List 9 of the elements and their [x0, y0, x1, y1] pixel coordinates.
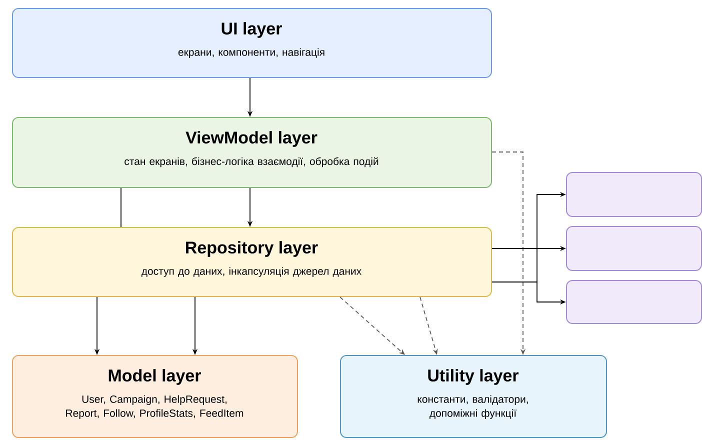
service-box [566, 280, 702, 324]
layer-box: UI layer екрани, компоненти, навігація [12, 8, 492, 78]
service-box [566, 226, 702, 271]
layer-box: ViewModel layer стан екранів, бізнес-логіка взаємодії, обробка подій [12, 117, 492, 188]
layer-box: Repository layer доступ до даних, інкапсуляція джерел даних [12, 227, 492, 297]
layer-box: Utility layer константи, валідатори, допоміжні функції [340, 355, 607, 438]
layer-box: Model layer User, Campaign, HelpRequest, Report, Follow, ProfileStats, FeedItem [12, 355, 298, 438]
service-box [566, 172, 702, 217]
arrow [340, 296, 405, 355]
